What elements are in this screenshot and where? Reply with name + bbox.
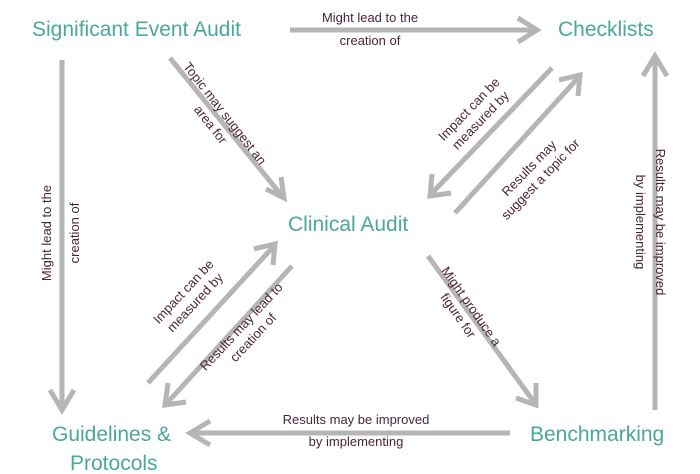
arrow-sea-to-checklists	[290, 15, 542, 45]
node-guidelines-protocols: Guidelines & Protocols	[52, 423, 171, 474]
arrow-sea-to-guidelines	[47, 60, 77, 415]
arrow-clinical-to-guidelines	[162, 264, 294, 408]
label-line: by implementing	[633, 175, 648, 270]
label-checklists-to-clinical: Impact can be measured by	[435, 75, 512, 153]
label-line: creation of	[67, 202, 82, 263]
label-line: Might lead to the	[39, 185, 54, 281]
arrow-benchmarking-to-guidelines	[185, 418, 510, 448]
node-clinical-audit: Clinical Audit	[288, 213, 408, 236]
label-benchmarking-to-guidelines: Results may be improved by implementing	[283, 412, 430, 449]
label-sea-to-guidelines: Might lead to the creation of	[39, 185, 82, 281]
label-line: creation of	[340, 33, 401, 48]
node-guidelines-line: Protocols	[70, 452, 158, 474]
label-line: by implementing	[309, 434, 404, 449]
arrow-checklists-to-clinical	[427, 66, 554, 199]
node-benchmarking: Benchmarking	[530, 423, 664, 446]
label-sea-to-checklists: Might lead to the creation of	[322, 10, 418, 48]
label-line: Might lead to the	[322, 10, 418, 25]
arrow-sea-to-clinical	[168, 56, 288, 203]
label-clinical-to-checklists: Results may suggest a topic for	[498, 135, 583, 222]
node-guidelines-line: Guidelines &	[52, 423, 171, 446]
label-clinical-to-benchmarking: Might produce a figure for	[437, 264, 504, 350]
label-line: Results may be improved	[653, 149, 668, 296]
label-benchmarking-to-checklists: Results may be improved by implementing	[633, 149, 668, 296]
node-significant-event-audit: Significant Event Audit	[32, 18, 241, 41]
arrow-clinical-to-benchmarking	[425, 254, 539, 409]
label-guidelines-to-clinical: Impact can be measured by	[150, 257, 226, 335]
label-line: Results may be improved	[283, 412, 430, 427]
arrow-clinical-to-checklists	[453, 71, 583, 215]
arrow-benchmarking-to-checklists	[640, 51, 670, 410]
label-clinical-to-guidelines: Results may lead to creation of	[197, 280, 286, 374]
node-checklists: Checklists	[558, 18, 654, 41]
arrow-guidelines-to-clinical	[146, 240, 278, 385]
